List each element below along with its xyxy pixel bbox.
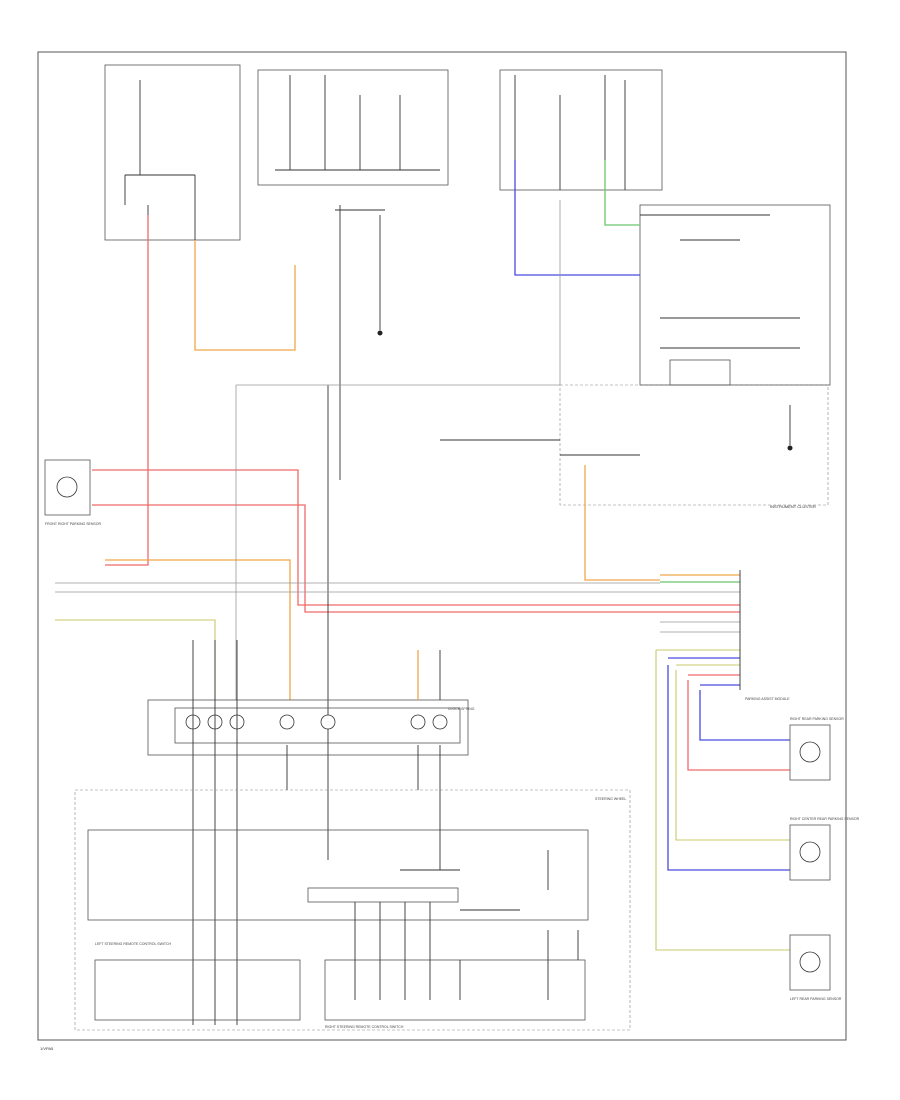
wire-yellow-left	[55, 619, 216, 700]
wire-red-sensor	[687, 680, 790, 771]
wire-yellow-sensor	[655, 650, 790, 951]
parking-assist-label: PARKING ASSIST MODULE	[745, 697, 790, 701]
wire-blue-sensor-1	[699, 690, 790, 741]
footer-code: 1/VPA5	[40, 1046, 54, 1051]
sensor-rear-right-label: RIGHT REAR PARKING SENSOR	[790, 717, 844, 721]
wire-gray-3	[236, 200, 561, 386]
fuse-block-right	[499, 69, 663, 220]
wire-orange-main	[194, 240, 296, 351]
wire-red-branch-2	[92, 504, 660, 613]
sensor-rear-right: RIGHT REAR PARKING SENSOR	[789, 717, 844, 781]
wire-orange-right	[584, 465, 660, 581]
right-switch-label: RIGHT STEERING REMOTE CONTROL SWITCH	[325, 1025, 404, 1029]
sensor-rear-center-right: RIGHT CENTER REAR PARKING SENSOR	[789, 817, 860, 881]
sensor-front-right-label: FRONT RIGHT PARKING SENSOR	[45, 522, 101, 526]
steering-wheel-box: STEERING WHEEL LEFT STEERING REMOTE CONT…	[74, 789, 631, 1031]
wire-green-top	[604, 160, 640, 226]
instrument-cluster-box: INSTRUMENT CLUSTER	[559, 204, 831, 509]
wire-orange-down	[105, 559, 291, 700]
clock-spring-label: CLOCK SPRING	[448, 707, 475, 711]
steering-wheel-label: STEERING WHEEL	[595, 797, 626, 801]
sensor-rear-center-right-label: RIGHT CENTER REAR PARKING SENSOR	[790, 817, 860, 821]
fuse-block-middle	[257, 69, 449, 480]
instrument-cluster-label: INSTRUMENT CLUSTER	[770, 504, 816, 509]
wire-yellow-sensor-2	[675, 670, 790, 841]
wire-blue-top	[514, 160, 640, 276]
wire-red-main	[105, 215, 149, 566]
wire-blue-sensor-2	[667, 665, 790, 871]
sensor-rear-left-label: LEFT REAR PARKING SENSOR	[790, 997, 842, 1001]
left-switch-label: LEFT STEERING REMOTE CONTROL SWITCH	[95, 942, 172, 946]
parking-assist-connector: PARKING ASSIST MODULE	[656, 570, 790, 701]
clock-spring-connector: CLOCK SPRING	[147, 640, 475, 1025]
outer-frame	[37, 51, 847, 1041]
fuse-block-left	[104, 64, 241, 241]
sensor-front-right: FRONT RIGHT PARKING SENSOR	[44, 459, 101, 526]
wire-red-branch	[92, 469, 660, 606]
sensor-rear-left: LEFT REAR PARKING SENSOR	[789, 934, 842, 1001]
